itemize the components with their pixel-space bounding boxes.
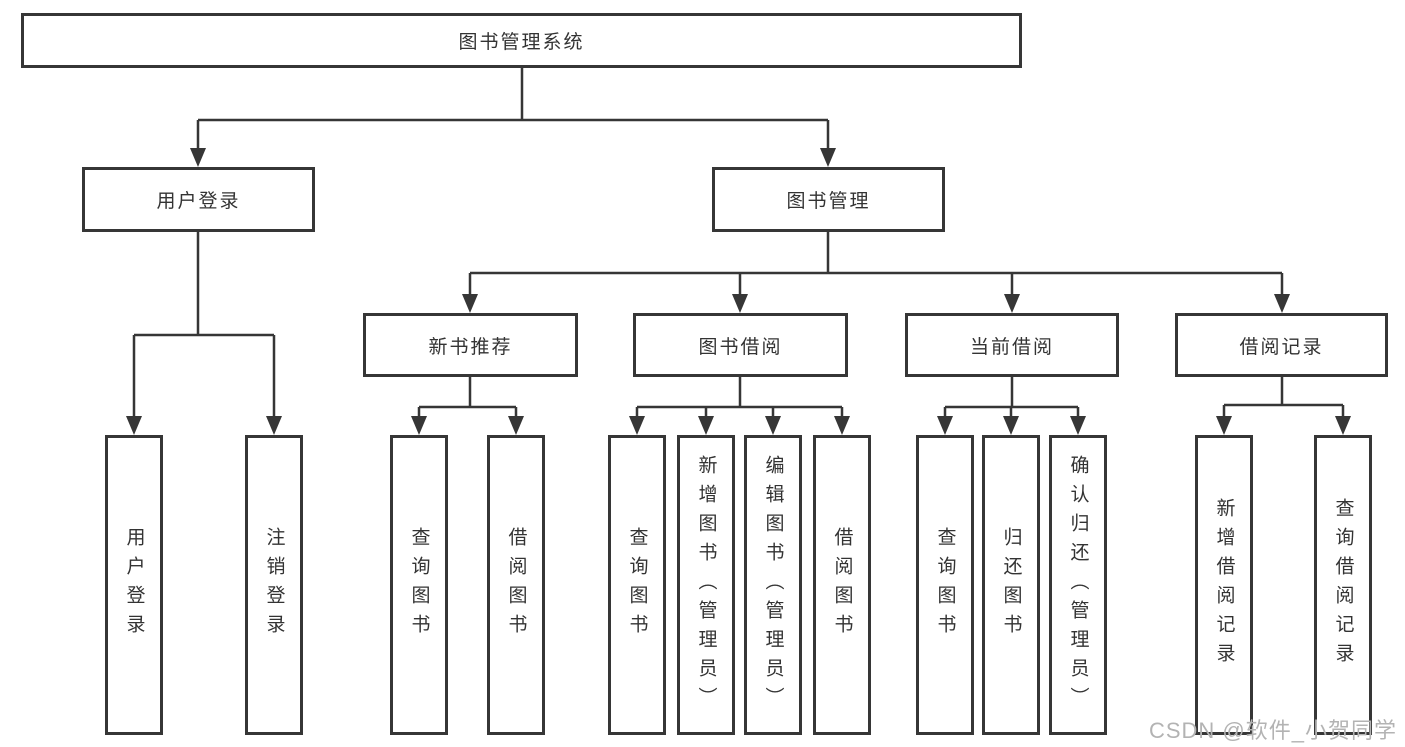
node-library-management-system: 图书管理系统	[21, 13, 1022, 68]
leaf-label: 查询图书	[408, 527, 430, 643]
leaf-logout: 注销登录	[245, 435, 303, 735]
leaf-label: 新增借阅记录	[1213, 498, 1235, 672]
leaf-label: 借阅图书	[831, 527, 853, 643]
leaf-query-books-borrow: 查询图书	[608, 435, 666, 735]
node-book-management: 图书管理	[712, 167, 945, 232]
node-label: 借阅记录	[1239, 336, 1324, 358]
node-label: 图书管理系统	[458, 32, 585, 53]
node-current-borrowing: 当前借阅	[905, 313, 1119, 377]
leaf-label: 查询借阅记录	[1332, 498, 1354, 672]
leaf-borrow-books: 借阅图书	[813, 435, 871, 735]
leaf-return-books: 归还图书	[982, 435, 1040, 735]
node-label: 图书管理	[786, 191, 871, 212]
csdn-watermark: CSDN @软件_小贺同学	[1148, 718, 1397, 743]
node-label: 新书推荐	[428, 336, 513, 358]
leaf-borrow-books-recommend: 借阅图书	[487, 435, 545, 735]
node-new-book-recommendation: 新书推荐	[363, 313, 578, 377]
leaf-label: 查询图书	[934, 527, 956, 643]
leaf-user-login: 用户登录	[105, 435, 163, 735]
leaf-confirm-return-admin: 确认归还（管理员）	[1049, 435, 1107, 735]
leaf-label: 新增图书（管理员）	[695, 454, 717, 716]
leaf-add-borrow-record: 新增借阅记录	[1195, 435, 1253, 735]
tree-edges	[132, 68, 1345, 418]
leaf-label: 用户登录	[123, 527, 145, 643]
node-borrowing-records: 借阅记录	[1175, 313, 1388, 377]
leaf-query-books-recommend: 查询图书	[390, 435, 448, 735]
leaf-label: 借阅图书	[505, 527, 527, 643]
node-book-borrowing: 图书借阅	[633, 313, 848, 377]
leaf-label: 查询图书	[626, 527, 648, 643]
node-user-login: 用户登录	[82, 167, 315, 232]
leaf-query-borrow-record: 查询借阅记录	[1314, 435, 1372, 735]
leaf-query-books-current: 查询图书	[916, 435, 974, 735]
node-label: 当前借阅	[969, 336, 1054, 358]
leaf-label: 确认归还（管理员）	[1067, 454, 1089, 716]
leaf-label: 编辑图书（管理员）	[762, 454, 784, 716]
leaf-edit-book-admin: 编辑图书（管理员）	[744, 435, 802, 735]
leaf-label: 注销登录	[263, 527, 285, 643]
leaf-add-book-admin: 新增图书（管理员）	[677, 435, 735, 735]
leaf-label: 归还图书	[1000, 527, 1022, 643]
node-label: 图书借阅	[698, 336, 783, 358]
node-label: 用户登录	[156, 191, 241, 212]
